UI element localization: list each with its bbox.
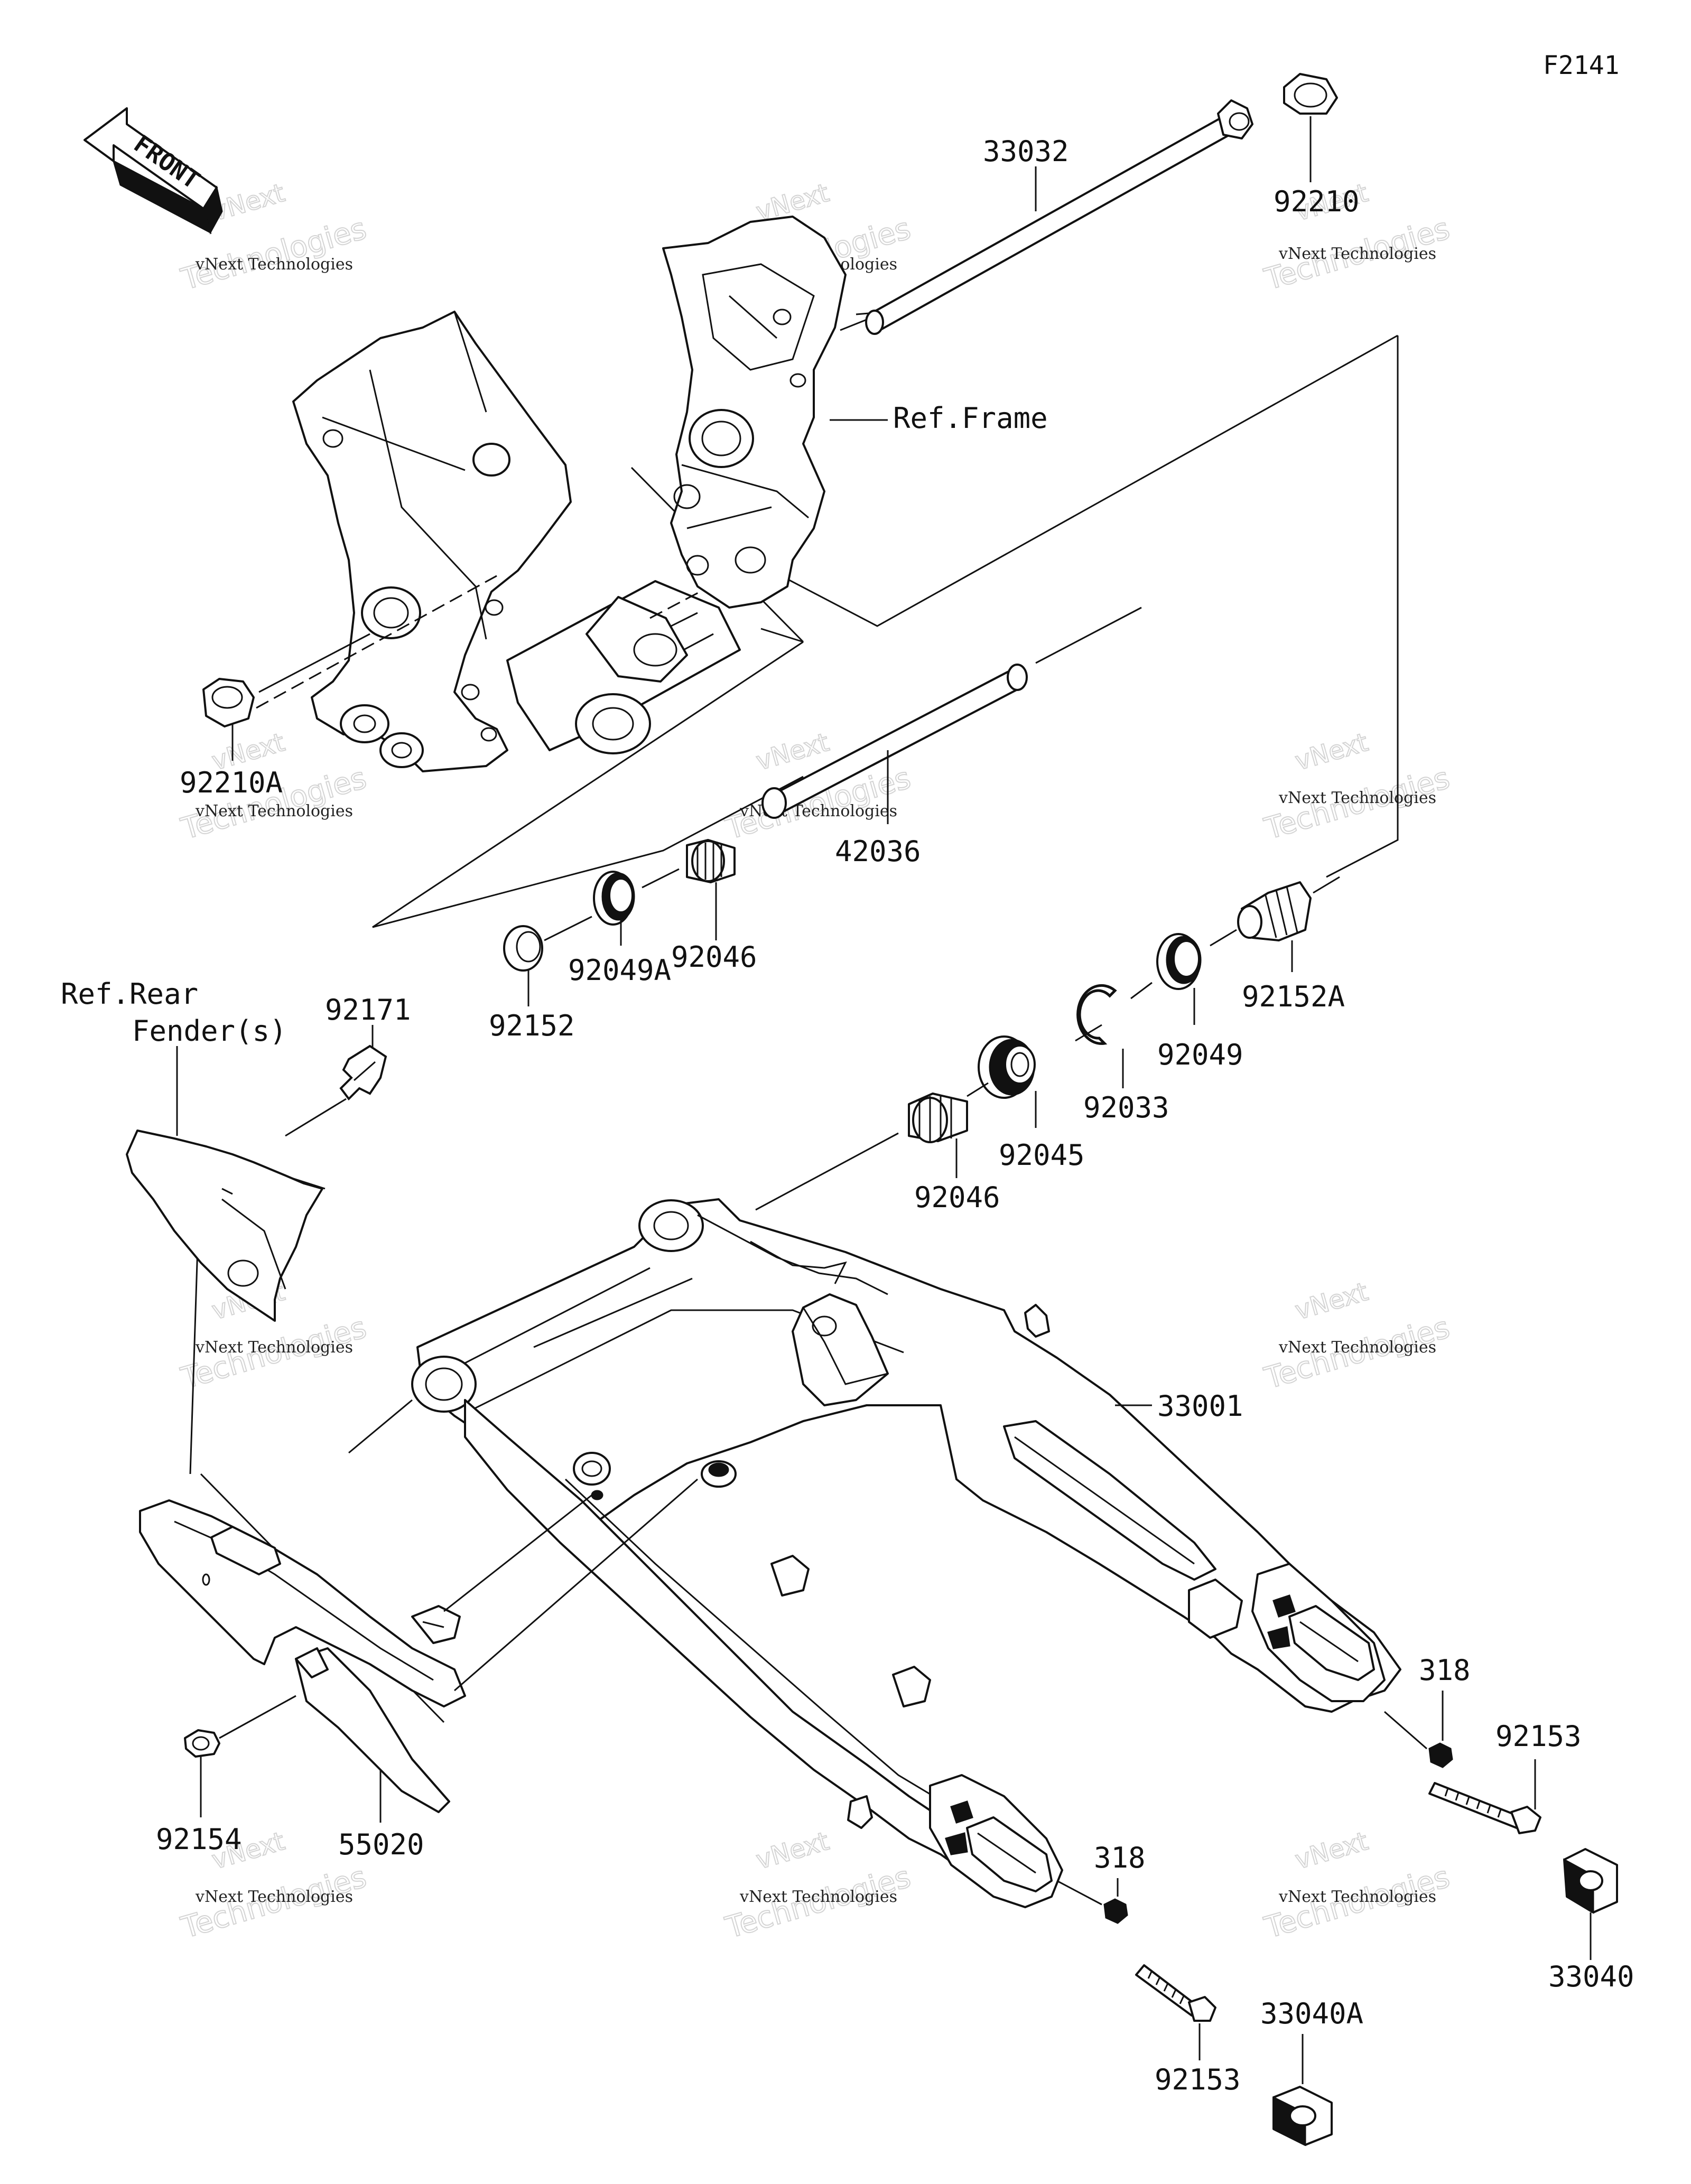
label-318-center: 318 — [1094, 1841, 1146, 1874]
watermark-caption: vNext Technologies — [195, 1888, 353, 1906]
leader-line — [544, 916, 592, 941]
needle-bearing-92046-lower — [908, 1093, 968, 1178]
leader-line — [967, 1082, 989, 1097]
label-92046-lower: 92046 — [914, 1181, 1000, 1214]
swingarm-33001 — [348, 1198, 1401, 1908]
watermark-vnext-text: vNext — [753, 1826, 832, 1875]
label-ref-frame: Ref.Frame — [893, 402, 1048, 435]
label-33001: 33001 — [1157, 1389, 1243, 1423]
clip-92171 — [285, 1025, 387, 1137]
label-92045: 92045 — [999, 1138, 1085, 1172]
label-92046-upper: 92046 — [671, 940, 757, 974]
label-92210: 92210 — [1274, 185, 1360, 218]
rear-fender-reference — [126, 1046, 323, 1322]
diagram-code: F2141 — [1543, 51, 1620, 80]
label-33032: 33032 — [983, 135, 1069, 168]
front-arrow-icon: FRONT — [83, 107, 223, 235]
label-92152: 92152 — [489, 1009, 575, 1042]
watermark: vNext Technologies — [1260, 1826, 1454, 1946]
block-33040 — [1563, 1848, 1618, 1960]
watermark-caption: vNext Technologies — [1278, 1338, 1436, 1357]
watermark: vNext Technologies — [1260, 727, 1454, 847]
label-33040a: 33040A — [1260, 1997, 1363, 2030]
watermark-vnext-text: vNext — [1292, 1826, 1371, 1875]
block-33040a — [1272, 2034, 1333, 2146]
nut-318-right — [1384, 1691, 1453, 1768]
watermark: vNext Technologies — [721, 1826, 915, 1946]
label-92154: 92154 — [156, 1823, 242, 1856]
watermark-caption: vNext Technologies — [1278, 1888, 1436, 1906]
leader-line — [1130, 982, 1153, 1000]
watermark-caption: vNext Technologies — [739, 1888, 897, 1906]
bolt-92154 — [184, 1695, 296, 1817]
label-92171: 92171 — [325, 993, 411, 1026]
label-318-right: 318 — [1419, 1654, 1471, 1687]
label-92210a: 92210A — [180, 766, 283, 799]
label-33040: 33040 — [1548, 1960, 1634, 1993]
watermark-caption: vNext Technologies — [195, 255, 353, 274]
label-42036: 42036 — [835, 835, 921, 868]
bolt-92153-right — [1428, 1759, 1541, 1834]
label-92152a: 92152A — [1242, 980, 1345, 1013]
watermark-caption: vNext Technologies — [1278, 789, 1436, 807]
label-ref-rear-line1: Ref.Rear — [61, 977, 198, 1011]
part-labels: 33032 92210 Ref.Frame 92210A 42036 92046… — [61, 116, 1634, 2096]
nut-318-center — [1056, 1878, 1128, 1924]
circlip-92033 — [1076, 984, 1124, 1088]
frame-section — [256, 216, 888, 772]
leader-line — [1210, 929, 1237, 947]
watermark-vnext-text: vNext — [1292, 727, 1371, 776]
oil-seal-92049a — [593, 871, 635, 946]
label-ref-rear-line2: Fender(s) — [132, 1014, 287, 1048]
ball-bearing-92045 — [978, 1035, 1037, 1128]
bolt-92153-center — [1135, 1964, 1216, 2060]
nut-92210a — [202, 633, 370, 761]
label-92049a: 92049A — [568, 954, 671, 987]
leader-line — [1075, 1024, 1102, 1042]
needle-bearing-92046-upper — [686, 839, 736, 940]
watermark-caption: vNext Technologies — [195, 1338, 353, 1357]
watermark-caption: vNext Technologies — [1278, 245, 1436, 263]
dust-cap-92152a — [1237, 876, 1340, 972]
sleeve-42036 — [761, 606, 1142, 824]
label-92153-center: 92153 — [1155, 2063, 1241, 2096]
watermark: vNext Technologies — [1260, 178, 1454, 297]
label-55020: 55020 — [338, 1828, 424, 1861]
watermark: vNext Technologies — [1260, 1276, 1454, 1396]
label-92049: 92049 — [1157, 1038, 1243, 1071]
watermark-vnext-text: vNext — [1292, 1277, 1371, 1326]
watermark-caption: vNext Technologies — [195, 802, 353, 820]
label-92153-right: 92153 — [1495, 1720, 1582, 1753]
leader-line — [642, 868, 680, 889]
nut-92210 — [1283, 73, 1338, 115]
chain-guard-55020 — [139, 1478, 698, 1823]
oil-seal-92049 — [1156, 933, 1202, 1025]
pivot-shaft-33032 — [840, 99, 1253, 335]
leader-line — [755, 1132, 899, 1211]
collar-92152 — [503, 925, 543, 1006]
label-92033: 92033 — [1083, 1091, 1169, 1124]
